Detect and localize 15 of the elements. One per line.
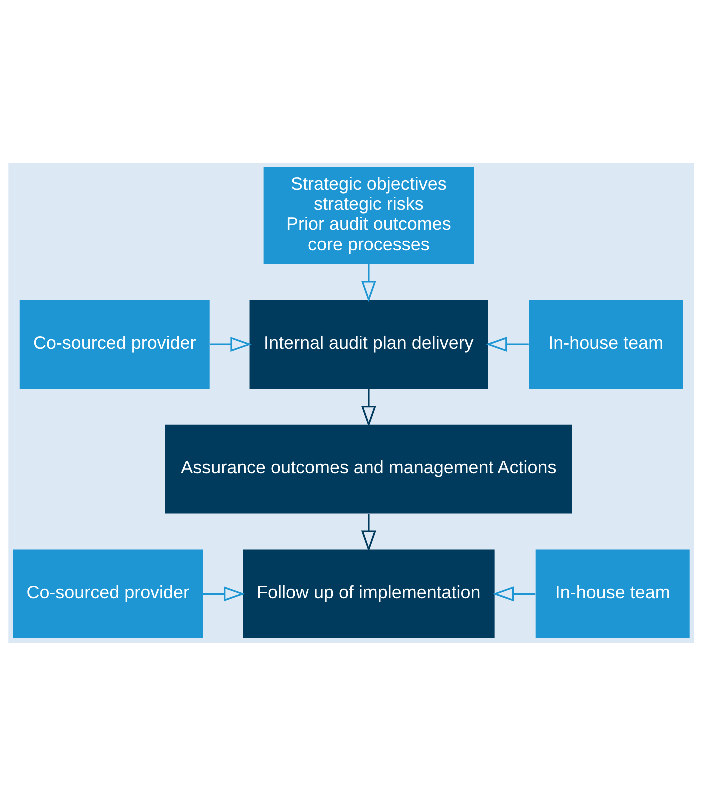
node-box: In-house team xyxy=(536,549,690,638)
node-box: Strategic objectives strategic risks Prior audit outcomes core processes xyxy=(264,167,474,264)
arrow xyxy=(210,336,252,352)
node-box: Internal audit plan delivery xyxy=(250,300,488,388)
arrow xyxy=(361,514,376,552)
node-box: Follow up of implementation xyxy=(243,549,495,638)
arrow xyxy=(361,264,376,302)
node-box: Co-sourced provider xyxy=(13,549,204,638)
node-box: Assurance outcomes and management Actions xyxy=(165,424,572,514)
node-box: In-house team xyxy=(529,300,684,388)
node-box: Co-sourced provider xyxy=(20,300,210,388)
arrow xyxy=(203,586,246,602)
arrow xyxy=(486,336,529,352)
arrow xyxy=(361,388,376,427)
arrow xyxy=(492,586,536,602)
